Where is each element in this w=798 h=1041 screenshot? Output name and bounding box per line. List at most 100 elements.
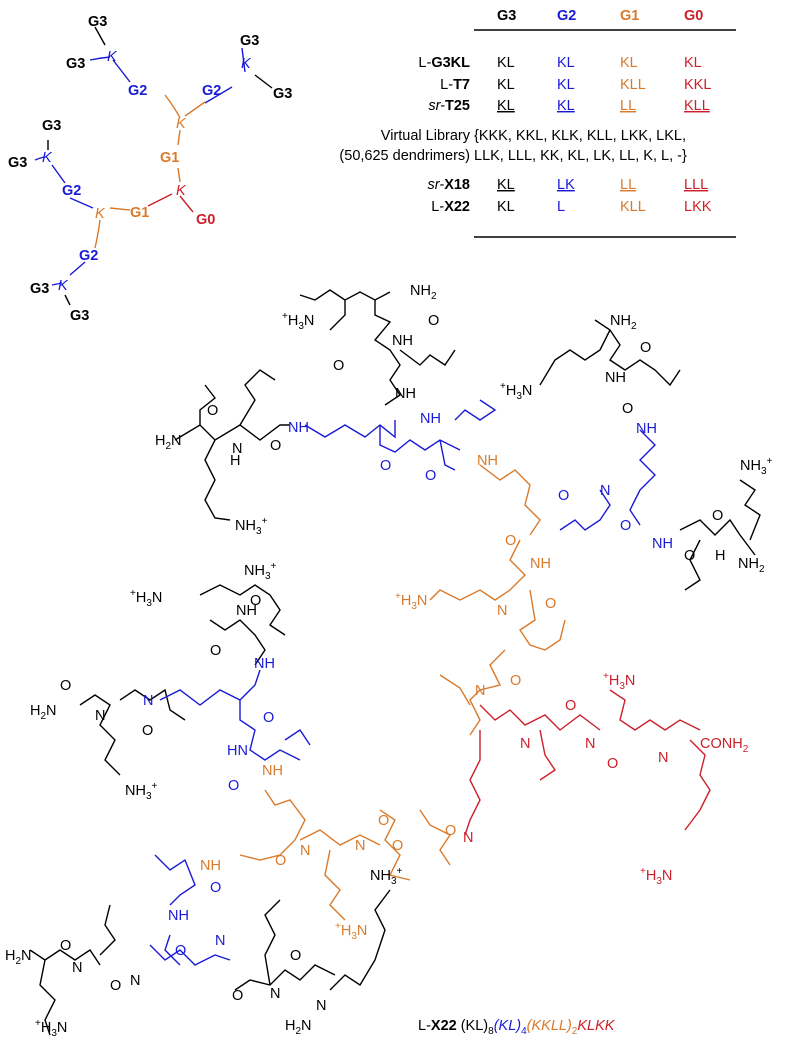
g3-residue-left-lower: NH3+ +H3N O NH O H2N N O O NH3+ — [30, 561, 286, 802]
oxygen-label: O — [210, 880, 221, 896]
n-label: N — [658, 750, 668, 766]
schematic-g2-label: G2 — [128, 83, 147, 99]
amine-label: H2N — [155, 433, 182, 452]
n-label: N — [463, 830, 473, 846]
oxygen-label: O — [60, 938, 71, 954]
oxygen-label: O — [640, 340, 651, 356]
cell-g3: KL — [497, 55, 515, 71]
col-header-g2: G2 — [557, 8, 576, 24]
schematic-g2-label: G2 — [202, 83, 221, 99]
n-label: N — [585, 736, 595, 752]
schematic-g3-label: G3 — [42, 118, 61, 134]
schematic-k-node: K — [176, 183, 187, 199]
nh-label: N — [475, 683, 485, 699]
cell-g2: LK — [557, 177, 575, 193]
n-label: N — [300, 843, 310, 859]
amine-label: NH2 — [410, 283, 437, 302]
oxygen-label: O — [210, 643, 221, 659]
oxygen-label: O — [110, 978, 121, 994]
oxygen-label: O — [270, 438, 281, 454]
schematic-g3-label: G3 — [273, 86, 292, 102]
oxygen-label: O — [60, 678, 71, 694]
cell-g0: LLL — [684, 177, 708, 193]
cell-g0: KKL — [684, 77, 711, 93]
oxygen-label: O — [607, 756, 618, 772]
cell-g1: LL — [620, 98, 636, 114]
cell-g2: KL — [557, 77, 575, 93]
oxygen-label: O — [558, 488, 569, 504]
nh-label: NH — [392, 333, 413, 349]
row-name: sr-X18 — [428, 177, 470, 193]
n-label: N — [355, 838, 365, 854]
g0-residue: +H3N O N N N CONH2 +H3N O N — [463, 671, 749, 887]
oxygen-label: O — [228, 778, 239, 794]
cell-g1: KLL — [620, 199, 646, 215]
virtual-library-count: (50,625 dendrimers) — [339, 148, 470, 164]
ammonium-label: +H3N — [335, 921, 367, 942]
amine-label: H2N — [30, 703, 57, 722]
nh-label: NH — [168, 908, 189, 924]
cell-g2: KL — [557, 55, 575, 71]
schematic-k-node: K — [241, 56, 252, 72]
nh-label: N — [215, 933, 225, 949]
schematic-g2-label: G2 — [79, 248, 98, 264]
g2-residue-right: NH N O O NH — [558, 421, 673, 552]
nh-label: NH — [395, 386, 416, 402]
schematic-g3-label: G3 — [88, 14, 107, 30]
g2-residue-lower: O NH O N — [149, 854, 231, 966]
schematic-g3-label: G3 — [66, 56, 85, 72]
oxygen-label: O — [428, 313, 439, 329]
ammonium-label: NH3+ — [235, 516, 268, 537]
cell-g2: L — [557, 199, 565, 215]
schematic-g2-label: G2 — [62, 183, 81, 199]
oxygen-label: O — [425, 468, 436, 484]
col-header-g1: G1 — [620, 8, 639, 24]
nh-label: N — [143, 693, 153, 709]
sequence-table: G3 G2 G1 G0 L-G3KL KL KL KL KL L-T7 KL K… — [339, 8, 736, 238]
row-name: sr-T25 — [428, 98, 470, 114]
ammonium-label: NH3+ — [370, 866, 403, 887]
oxygen-label: O — [622, 401, 633, 417]
schematic-k-node: K — [58, 278, 69, 294]
nh-label: H — [230, 453, 240, 469]
oxygen-label: O — [263, 710, 274, 726]
amine-label: NH2 — [738, 556, 765, 575]
oxygen-label: O — [380, 458, 391, 474]
virtual-library-set: LLK, LLL, KK, KL, LK, LL, K, L, -} — [474, 148, 687, 164]
g2-residue-top-left: NH O NH O — [288, 399, 497, 484]
virtual-library-label: Virtual Library — [381, 128, 471, 144]
nh-label: NH — [200, 858, 221, 874]
row-name: L-X22 — [431, 199, 470, 215]
oxygen-label: O — [175, 943, 186, 959]
nh-label: NH — [420, 411, 441, 427]
oxygen-label: O — [392, 838, 403, 854]
amine-label: H2N — [5, 948, 32, 967]
schematic-k-node: K — [95, 206, 106, 222]
g3-residue-top-right: NH2 +H3N O NH O — [500, 313, 681, 417]
schematic-g3-label: G3 — [70, 308, 89, 324]
oxygen-label: O — [565, 698, 576, 714]
n-label: N — [270, 986, 280, 1002]
nh-label: NH — [530, 556, 551, 572]
cell-g0: LKK — [684, 199, 712, 215]
n-label: N — [72, 960, 82, 976]
ammonium-label: +H3N — [500, 381, 532, 402]
amide-label: CONH2 — [700, 736, 749, 755]
oxygen-label: O — [275, 853, 286, 869]
col-header-g3: G3 — [497, 8, 516, 24]
schematic-k-node: K — [176, 116, 187, 132]
nh-label: HN — [227, 743, 248, 759]
cell-g1: KL — [620, 55, 638, 71]
oxygen-label: O — [445, 823, 456, 839]
ammonium-label: NH3+ — [740, 456, 773, 477]
schematic-k-node: K — [42, 150, 53, 166]
ammonium-label: +H3N — [130, 588, 162, 609]
row-name: L-T7 — [440, 77, 470, 93]
nh-label: NH — [636, 421, 657, 437]
cell-g3: KL — [497, 177, 515, 193]
schematic-g3-label: G3 — [8, 155, 27, 171]
schematic-g1-label: G1 — [160, 150, 179, 166]
nh-label: NH — [288, 420, 309, 436]
amine-label: H2N — [285, 1018, 312, 1037]
ammonium-label: NH3+ — [125, 781, 158, 802]
